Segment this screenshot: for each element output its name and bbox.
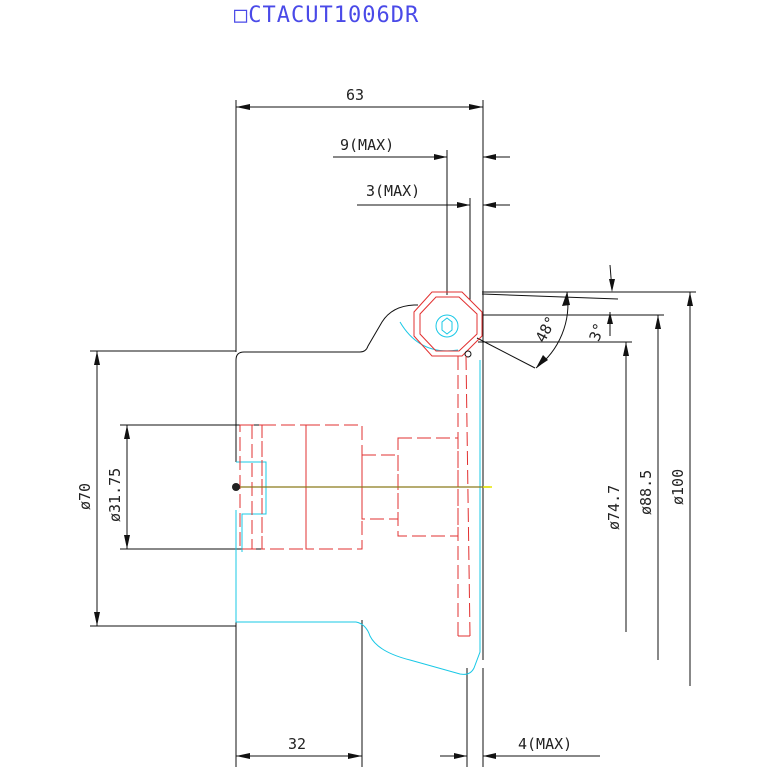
angle-3-label: 3° bbox=[586, 320, 609, 343]
dim-32: 32 bbox=[235, 620, 363, 767]
dim-3max: 3(MAX) bbox=[357, 182, 510, 300]
dim-dia-100: ø100 bbox=[482, 291, 696, 686]
dim-4max-label: 4(MAX) bbox=[518, 735, 572, 753]
dia-74-7-label: ø74.7 bbox=[605, 485, 623, 530]
dim-63: 63 bbox=[235, 86, 484, 352]
angle-48: 48° bbox=[476, 291, 570, 369]
insert bbox=[413, 291, 483, 358]
dim-32-label: 32 bbox=[288, 735, 306, 753]
dim-dia-70: ø70 bbox=[76, 350, 236, 627]
dim-4max: 4(MAX) bbox=[440, 668, 600, 767]
angle-48-label: 48° bbox=[532, 313, 561, 345]
body-outline-upper bbox=[235, 304, 418, 361]
drawing-title: □CTACUT1006DR bbox=[234, 3, 419, 28]
dia-100-label: ø100 bbox=[669, 469, 687, 505]
dia-70-label: ø70 bbox=[76, 483, 94, 510]
center-point bbox=[232, 483, 240, 491]
dim-9max-label: 9(MAX) bbox=[340, 136, 394, 154]
hidden-lines bbox=[239, 355, 471, 637]
dia-88-5-label: ø88.5 bbox=[637, 470, 655, 515]
dim-dia-31-75: ø31.75 bbox=[106, 424, 262, 550]
dim-dia-88-5: ø88.5 bbox=[483, 314, 664, 660]
dim-dia-74-7: ø74.7 bbox=[478, 341, 632, 632]
angle-3: 3° bbox=[481, 264, 619, 344]
dim-63-label: 63 bbox=[346, 86, 364, 104]
bore-step bbox=[236, 461, 267, 552]
body-outline-lower bbox=[235, 360, 481, 675]
dim-3max-label: 3(MAX) bbox=[366, 182, 420, 200]
dia-31-75-label: ø31.75 bbox=[106, 468, 124, 522]
screw-icon bbox=[435, 314, 459, 338]
